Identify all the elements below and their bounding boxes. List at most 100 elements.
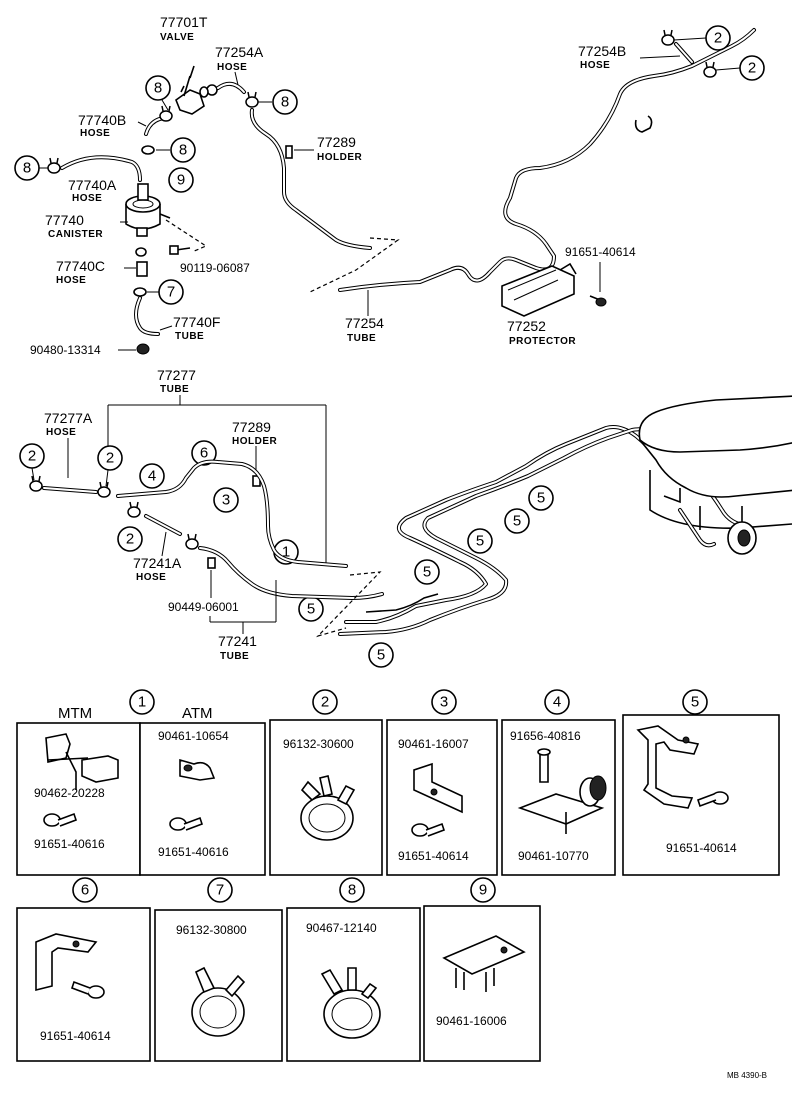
d4-bolt <box>537 748 551 783</box>
svg-text:8: 8 <box>179 142 187 159</box>
callout-8-top[interactable]: 8 <box>272 89 298 115</box>
svg-text:5: 5 <box>476 533 484 550</box>
svg-text:7: 7 <box>167 284 175 301</box>
callout-5-lower-left[interactable]: 5 <box>298 596 324 622</box>
svg-text:8: 8 <box>281 94 289 111</box>
detail-callout-3: 3 <box>431 689 457 715</box>
callout-5-d[interactable]: 5 <box>414 559 440 585</box>
svg-text:5: 5 <box>307 601 315 618</box>
protector-part[interactable] <box>501 262 577 317</box>
svg-text:9: 9 <box>177 172 185 189</box>
tube-740f-number: 77740F <box>173 314 220 330</box>
callout-2-top[interactable]: 2 <box>705 25 731 51</box>
svg-text:8: 8 <box>348 882 356 899</box>
hose-241a-number: 77241A <box>133 555 182 571</box>
detail-callout-1: 1 <box>129 689 155 715</box>
svg-text:6: 6 <box>200 445 208 462</box>
clamp-top <box>245 91 259 108</box>
callout-5-a[interactable]: 5 <box>528 485 554 511</box>
svg-text:2: 2 <box>321 694 329 711</box>
svg-text:6: 6 <box>81 882 89 899</box>
d6-bracket <box>35 933 98 992</box>
valve-label: VALVE <box>160 32 194 43</box>
valve-number: 77701T <box>160 14 208 30</box>
hose-241a-label: HOSE <box>136 572 166 583</box>
callout-8-valve[interactable]: 8 <box>145 75 171 101</box>
holder-289b-number: 77289 <box>232 419 271 435</box>
d5-bracket <box>636 725 700 809</box>
d3-bracket <box>413 762 463 814</box>
valve-part[interactable] <box>175 65 218 115</box>
d6-p1: 91651-40614 <box>40 1029 111 1043</box>
bolt-90119[interactable] <box>169 245 191 255</box>
callout-3[interactable]: 3 <box>213 487 239 513</box>
bolt-614-number: 91651-40614 <box>565 245 636 259</box>
d5-p1: 91651-40614 <box>666 841 737 855</box>
d5-bolt <box>696 791 729 808</box>
protector-number: 77252 <box>507 318 546 334</box>
svg-text:4: 4 <box>553 694 561 711</box>
detail-callout-4: 4 <box>544 689 570 715</box>
holder-289-number: 77289 <box>317 134 356 150</box>
d4-p1: 91656-40816 <box>510 729 581 743</box>
hose-254a-number: 77254A <box>215 44 264 60</box>
d7-clamp <box>191 966 246 1037</box>
clip-449-number: 90449-06001 <box>168 600 239 614</box>
fuel-tank <box>638 395 792 555</box>
callout-8-left[interactable]: 8 <box>14 155 40 181</box>
box-1-atm <box>139 722 266 876</box>
callout-6[interactable]: 6 <box>191 440 217 466</box>
callout-5-e[interactable]: 5 <box>368 642 394 668</box>
hose-740a-number: 77740A <box>68 177 117 193</box>
canister-number: 77740 <box>45 212 84 228</box>
callout-5-c[interactable]: 5 <box>467 528 493 554</box>
callout-8-mid[interactable]: 8 <box>170 137 196 163</box>
hose-277a-label: HOSE <box>46 427 76 438</box>
callout-2-right[interactable]: 2 <box>739 55 765 81</box>
detail-callout-2: 2 <box>312 689 338 715</box>
svg-text:5: 5 <box>377 647 385 664</box>
hose-277a-number: 77277A <box>44 410 93 426</box>
svg-text:2: 2 <box>106 450 114 467</box>
canister-label: CANISTER <box>48 229 103 240</box>
callout-2-mid-left[interactable]: 2 <box>19 443 45 469</box>
svg-text:4: 4 <box>148 468 156 485</box>
svg-text:2: 2 <box>714 30 722 47</box>
d4-p2: 90461-10770 <box>518 849 589 863</box>
d1-mtm-label: MTM <box>58 705 92 722</box>
callout-9[interactable]: 9 <box>168 167 194 193</box>
d1-atm-label: ATM <box>182 705 213 722</box>
detail-callout-8: 8 <box>339 877 365 903</box>
d2-clamp <box>300 775 356 841</box>
clip-90480-number: 90480-13314 <box>30 343 101 357</box>
svg-text:9: 9 <box>479 882 487 899</box>
callout-5-b[interactable]: 5 <box>504 508 530 534</box>
tube-740f-label: TUBE <box>175 331 204 342</box>
callout-7[interactable]: 7 <box>158 279 184 305</box>
callout-2-lower[interactable]: 2 <box>117 526 143 552</box>
d8-p1: 90467-12140 <box>306 921 377 935</box>
tube-277-number: 77277 <box>157 367 196 383</box>
canister-part[interactable] <box>125 183 171 237</box>
d3-bolt <box>411 822 446 837</box>
d1-atm-clamp <box>179 758 216 781</box>
svg-text:2: 2 <box>126 531 134 548</box>
callout-2-mid[interactable]: 2 <box>97 445 123 471</box>
callout-4[interactable]: 4 <box>139 463 165 489</box>
svg-text:5: 5 <box>691 694 699 711</box>
d1-mtm-bracket <box>45 733 119 790</box>
svg-text:5: 5 <box>423 564 431 581</box>
hose-740b-number: 77740B <box>78 112 126 128</box>
svg-text:7: 7 <box>216 882 224 899</box>
svg-text:8: 8 <box>23 160 31 177</box>
bolt-90119-number: 90119-06087 <box>180 261 250 275</box>
d4-bracket <box>517 775 607 834</box>
callout-1[interactable]: 1 <box>273 539 299 565</box>
clamp-2-top <box>661 29 675 46</box>
bolt-614-part[interactable] <box>589 295 607 307</box>
hose-740c-number: 77740C <box>56 258 105 274</box>
svg-text:3: 3 <box>440 694 448 711</box>
protector-label: PROTECTOR <box>509 336 576 347</box>
hose-740a-label: HOSE <box>72 193 102 204</box>
d1-p2: 91651-40616 <box>34 837 105 851</box>
